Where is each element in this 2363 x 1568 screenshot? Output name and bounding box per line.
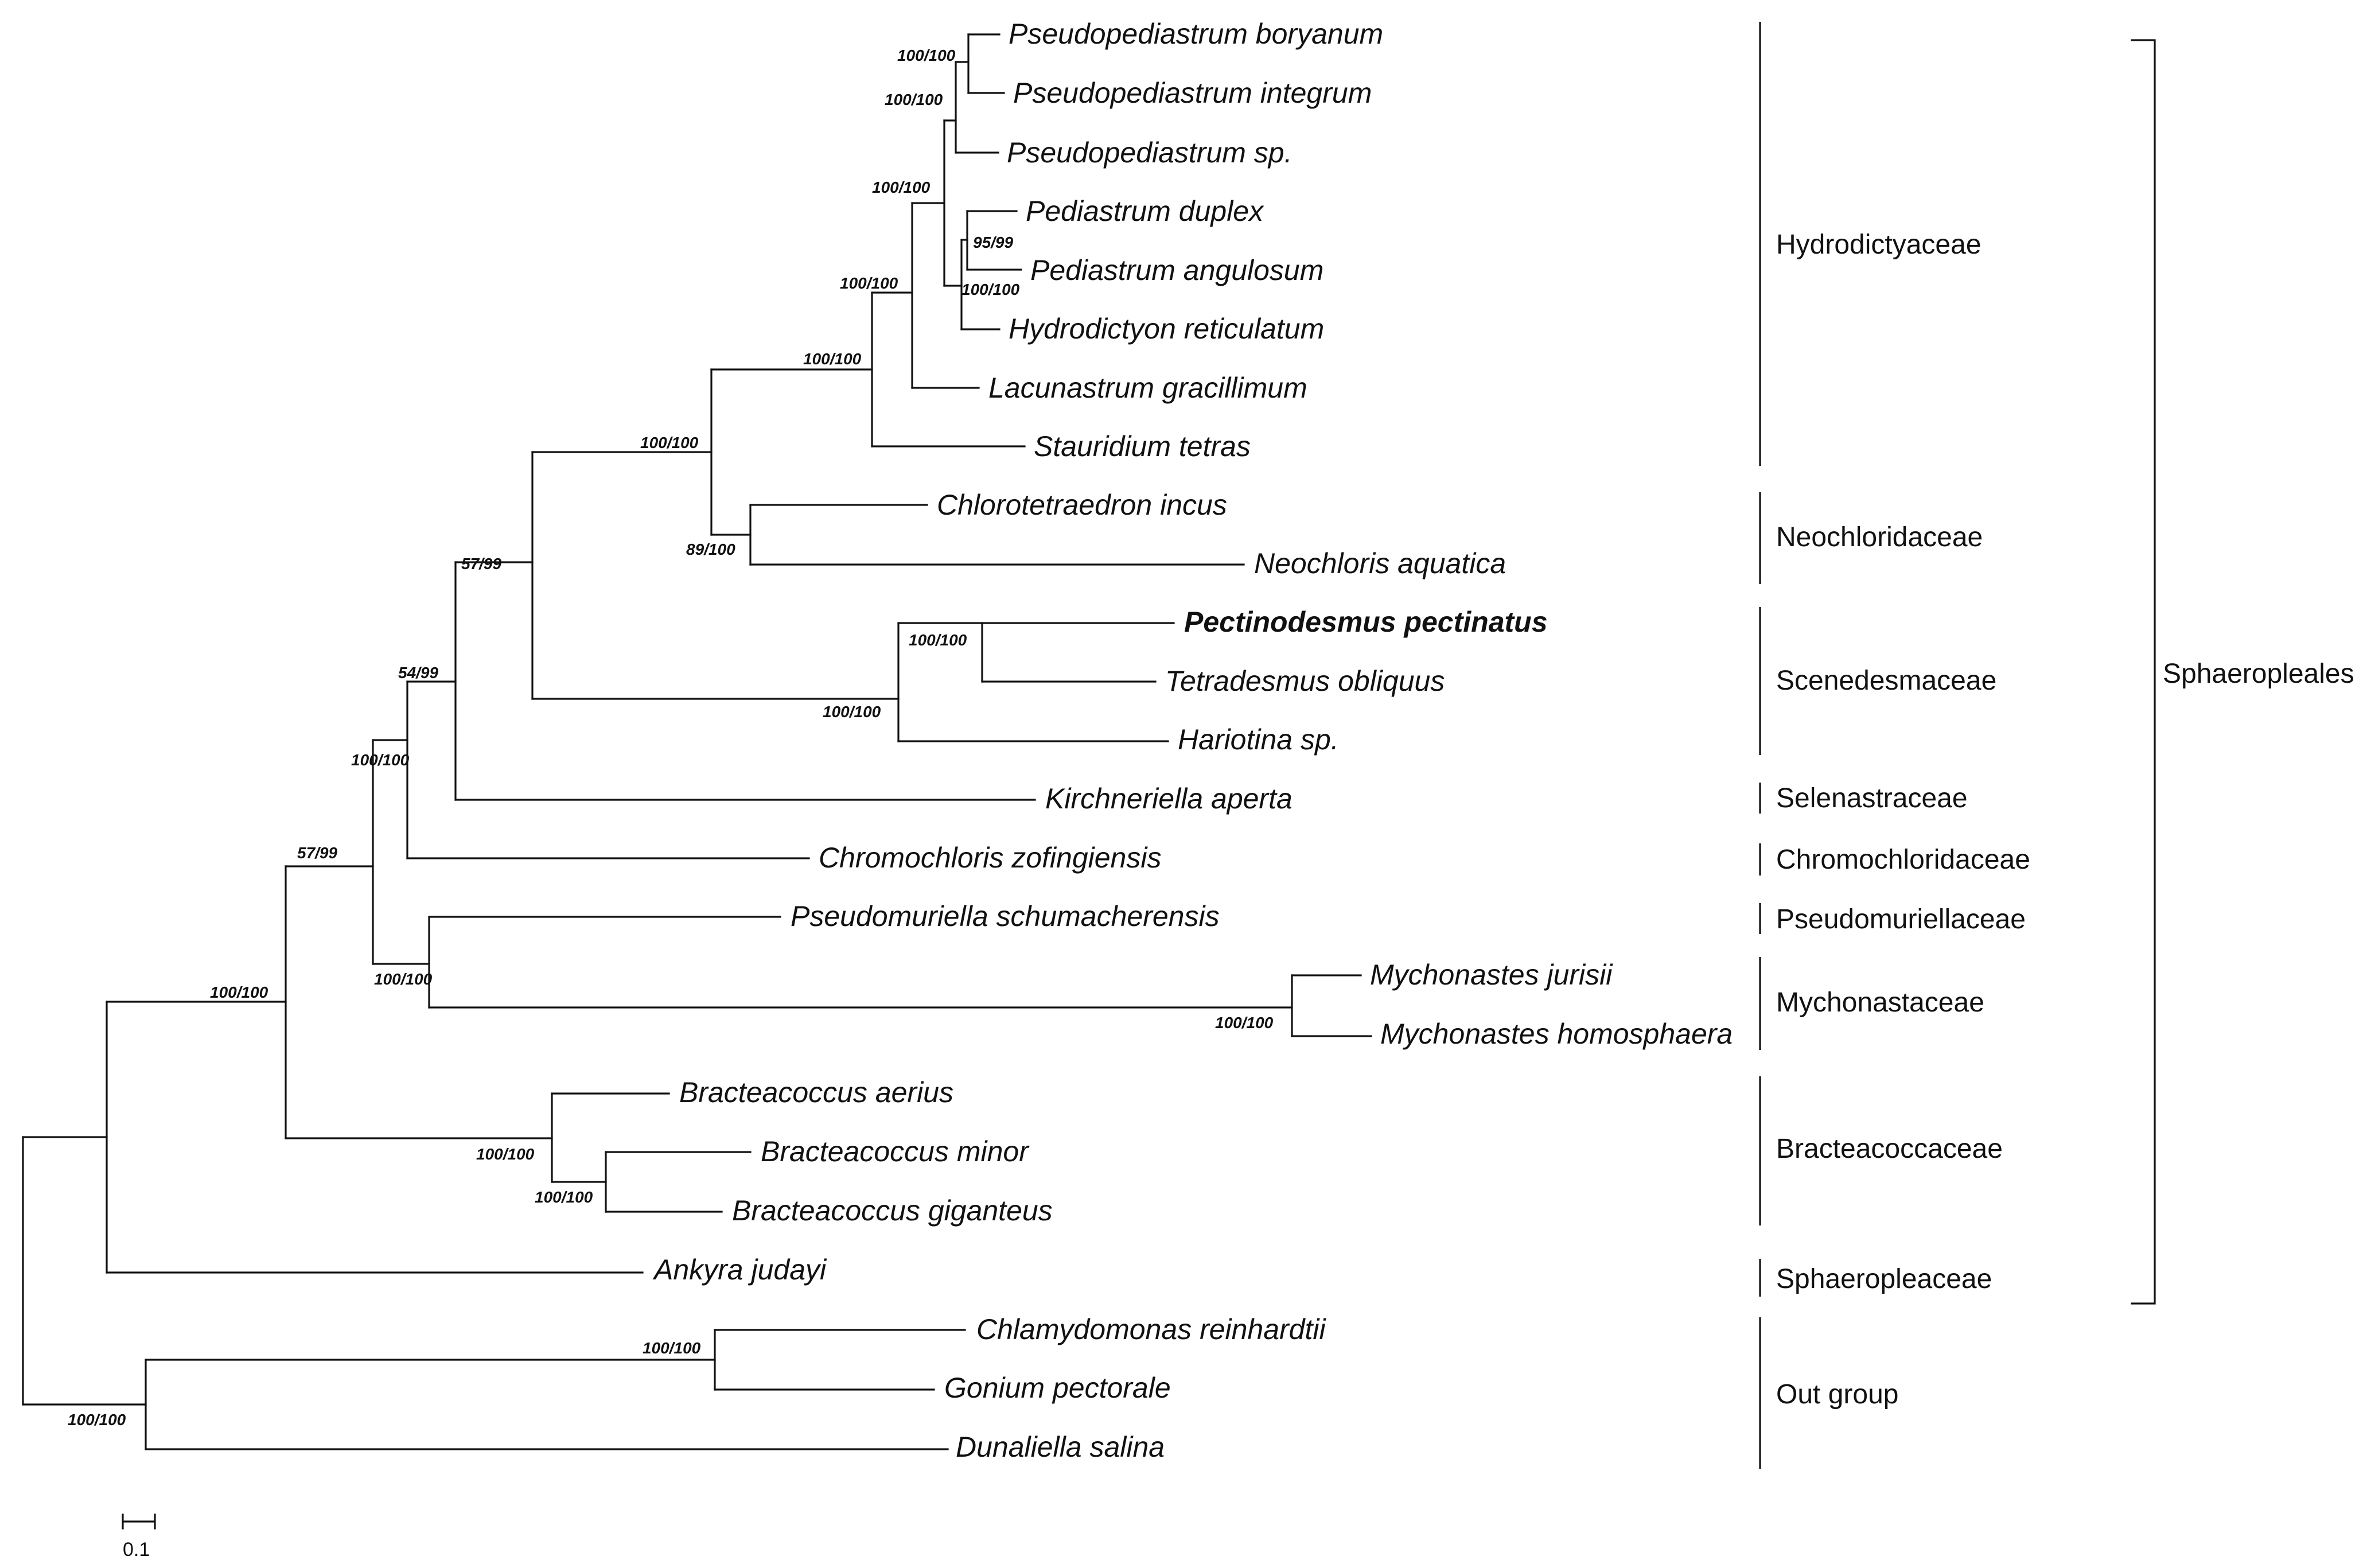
taxon-label-stauridium-tetras: Stauridium tetras [1034, 430, 1251, 462]
tree-branches [22, 33, 1372, 1450]
taxon-label-bracteacoccus-minor: Bracteacoccus minor [761, 1135, 1030, 1168]
taxon-label-pseudopediastrum-integrum: Pseudopediastrum integrum [1013, 77, 1372, 109]
taxon-labels: Pseudopediastrum boryanum Pseudopediastr… [652, 18, 1733, 1463]
family-label-sphaeropleaceae: Sphaeropleaceae [1776, 1264, 1992, 1294]
order-label-sphaeropleales: Sphaeropleales [2163, 659, 2354, 689]
support-value: 100/100 [840, 274, 898, 292]
support-value: 100/100 [961, 281, 1020, 298]
support-value: 100/100 [872, 178, 931, 196]
family-label-selenastraceae: Selenastraceae [1776, 783, 1968, 814]
support-value: 89/100 [686, 540, 735, 558]
support-value: 100/100 [885, 91, 943, 108]
taxon-label-kirchneriella-aperta: Kirchneriella aperta [1045, 783, 1293, 815]
support-value: 100/100 [476, 1145, 535, 1163]
family-label-scenedesmaceae: Scenedesmaceae [1776, 666, 1996, 696]
taxon-label-pseudopediastrum-boryanum: Pseudopediastrum boryanum [1009, 18, 1383, 50]
taxon-label-mychonastes-homosphaera: Mychonastes homosphaera [1380, 1018, 1733, 1050]
taxon-label-hydrodictyon-reticulatum: Hydrodictyon reticulatum [1009, 313, 1324, 345]
support-value: 100/100 [535, 1188, 593, 1206]
support-value: 100/100 [68, 1411, 126, 1429]
taxon-label-pseudopediastrum-sp: Pseudopediastrum sp. [1007, 137, 1293, 169]
support-value: 57/99 [297, 844, 337, 862]
taxon-label-pectinodesmus-pectinatus: Pectinodesmus pectinatus [1184, 606, 1548, 638]
taxon-label-ankyra-judayi: Ankyra judayi [652, 1254, 827, 1286]
order-bracket: Sphaeropleales [2131, 39, 2354, 1305]
support-value: 100/100 [374, 970, 433, 988]
support-value: 100/100 [210, 983, 268, 1001]
family-label-hydrodictyaceae: Hydrodictyaceae [1776, 229, 1982, 260]
taxon-label-pediastrum-duplex: Pediastrum duplex [1026, 195, 1264, 227]
support-value: 54/99 [398, 664, 438, 682]
taxon-label-lacunastrum-gracillimum: Lacunastrum gracillimum [988, 372, 1307, 404]
taxon-label-mychonastes-jurisii: Mychonastes jurisii [1370, 959, 1613, 991]
support-value: 100/100 [803, 350, 862, 368]
family-label-chromochloridaceae: Chromochloridaceae [1776, 845, 2030, 875]
taxon-label-hariotina-sp: Hariotina sp. [1178, 723, 1339, 756]
support-value: 100/100 [823, 703, 881, 721]
family-labels: Hydrodictyaceae Neochloridaceae Scenedes… [1776, 229, 2030, 1410]
support-value: 100/100 [909, 631, 967, 649]
family-label-bracteacoccaceae: Bracteacoccaceae [1776, 1134, 2003, 1164]
scale-bar: 0.1 [122, 1513, 156, 1561]
scale-bar-label: 0.1 [123, 1539, 150, 1561]
support-value: 100/100 [1215, 1014, 1274, 1032]
support-value: 100/100 [897, 46, 956, 64]
taxon-label-tetradesmus-obliquus: Tetradesmus obliquus [1165, 665, 1445, 697]
taxon-label-bracteacoccus-aerius: Bracteacoccus aerius [679, 1076, 953, 1108]
family-label-out-group: Out group [1776, 1379, 1898, 1410]
support-values: 100/100 100/100 100/100 95/99 100/100 10… [68, 46, 1274, 1429]
taxon-label-chromochloris-zofingiensis: Chromochloris zofingiensis [819, 842, 1161, 874]
support-value: 100/100 [640, 434, 699, 452]
family-label-neochloridaceae: Neochloridaceae [1776, 522, 1983, 553]
taxon-label-chlamydomonas-reinhardtii: Chlamydomonas reinhardtii [976, 1313, 1327, 1345]
family-label-mychonastaceae: Mychonastaceae [1776, 987, 1984, 1018]
support-value: 100/100 [643, 1339, 701, 1357]
family-label-pseudomuriellaceae: Pseudomuriellaceae [1776, 904, 2026, 935]
taxon-label-neochloris-aquatica: Neochloris aquatica [1254, 547, 1506, 579]
taxon-label-gonium-pectorale: Gonium pectorale [944, 1372, 1171, 1404]
order-bracket-line [2131, 39, 2156, 1305]
support-value: 57/99 [461, 555, 501, 573]
taxon-label-bracteacoccus-giganteus: Bracteacoccus giganteus [732, 1195, 1053, 1227]
support-value: 100/100 [351, 751, 410, 769]
support-value: 95/99 [973, 234, 1013, 251]
scale-bar-line [122, 1513, 156, 1530]
taxon-label-pseudomuriella-schumacherensis: Pseudomuriella schumacherensis [791, 900, 1220, 932]
taxon-label-pediastrum-angulosum: Pediastrum angulosum [1030, 254, 1323, 286]
taxon-label-chlorotetraedron-incus: Chlorotetraedron incus [937, 489, 1227, 521]
taxon-label-dunaliella-salina: Dunaliella salina [956, 1431, 1165, 1463]
